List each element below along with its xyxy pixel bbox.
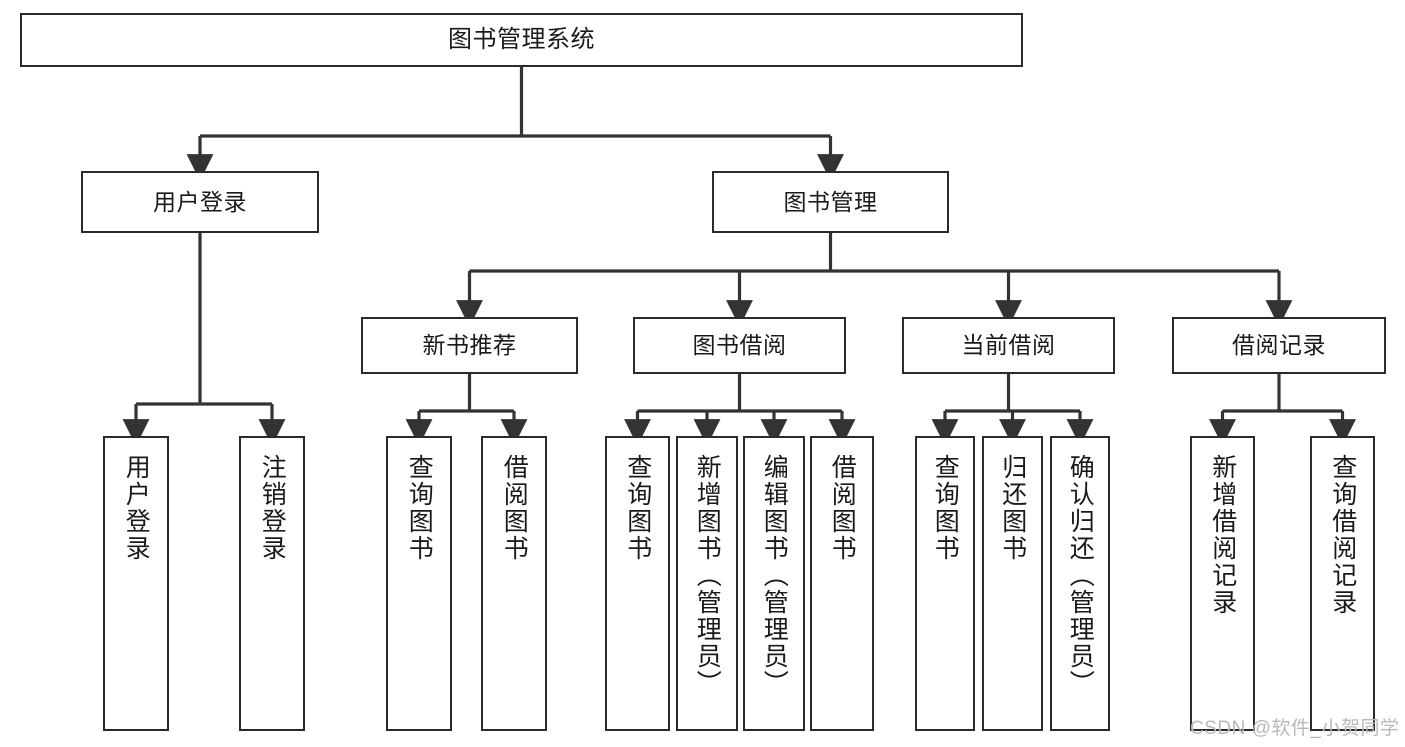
node-label: 当前借阅 <box>961 332 1056 359</box>
node-leaf-12[interactable]: 新增借阅记录 <box>1190 436 1255 731</box>
node-leaf-8[interactable]: 借阅图书 <box>810 436 874 731</box>
node-leaf-9[interactable]: 查询图书 <box>915 436 975 731</box>
node-leaf-10[interactable]: 归还图书 <box>982 436 1043 731</box>
node-leaf-13[interactable]: 查询借阅记录 <box>1310 436 1375 731</box>
node-label: 图书借阅 <box>692 332 787 359</box>
node-label: 图书管理系统 <box>448 26 595 54</box>
node-leaf-3[interactable]: 查询图书 <box>386 436 452 731</box>
node-label: 归还图书 <box>998 454 1027 562</box>
watermark-text: CSDN @软件_小贺同学 <box>1190 718 1400 739</box>
node-level3-3[interactable]: 当前借阅 <box>902 317 1115 374</box>
node-label: 用户登录 <box>153 188 247 215</box>
node-level3-2[interactable]: 图书借阅 <box>633 317 846 374</box>
node-label: 新增图书（管理员） <box>693 454 722 697</box>
node-label: 新增借阅记录 <box>1208 454 1237 616</box>
node-label: 注销登录 <box>258 454 287 562</box>
node-label: 查询图书 <box>931 454 960 562</box>
node-level2-2[interactable]: 图书管理 <box>712 171 949 233</box>
node-label: 编辑图书（管理员） <box>760 454 789 697</box>
node-label: 查询借阅记录 <box>1328 454 1357 616</box>
node-leaf-11[interactable]: 确认归还（管理员） <box>1050 436 1110 731</box>
node-leaf-1[interactable]: 用户登录 <box>103 436 169 731</box>
node-level3-1[interactable]: 新书推荐 <box>361 317 578 374</box>
node-label: 确认归还（管理员） <box>1066 454 1095 697</box>
node-label: 查询图书 <box>405 454 434 562</box>
node-label: 图书管理 <box>783 188 878 215</box>
node-label: 用户登录 <box>122 454 151 562</box>
node-level3-4[interactable]: 借阅记录 <box>1172 317 1386 374</box>
node-label: 借阅图书 <box>828 454 857 562</box>
node-label: 借阅图书 <box>500 454 529 562</box>
node-leaf-2[interactable]: 注销登录 <box>239 436 305 731</box>
node-level2-1[interactable]: 用户登录 <box>81 171 319 233</box>
node-leaf-6[interactable]: 新增图书（管理员） <box>676 436 738 731</box>
node-leaf-5[interactable]: 查询图书 <box>605 436 670 731</box>
node-leaf-4[interactable]: 借阅图书 <box>481 436 547 731</box>
node-label: 新书推荐 <box>422 332 517 359</box>
node-label: 借阅记录 <box>1232 332 1326 359</box>
node-label: 查询图书 <box>623 454 652 562</box>
node-root-图书管理系统[interactable]: 图书管理系统 <box>20 13 1023 67</box>
node-leaf-7[interactable]: 编辑图书（管理员） <box>743 436 805 731</box>
